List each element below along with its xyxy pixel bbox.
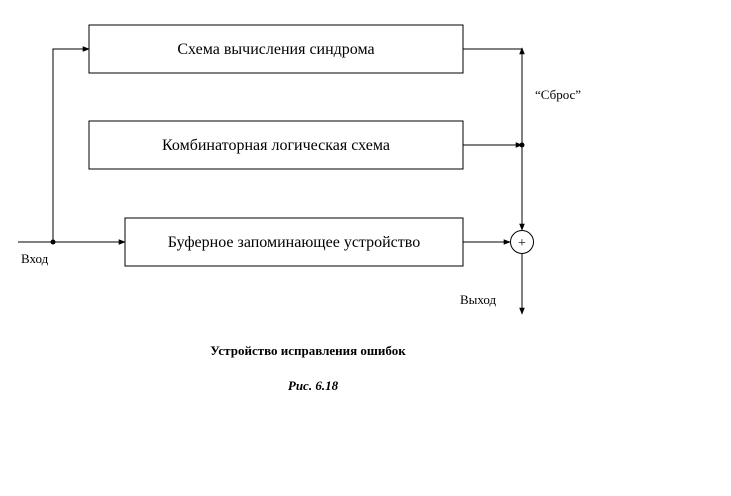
- input-label: Вход: [21, 251, 49, 266]
- adder-symbol: +: [518, 236, 526, 251]
- combinational-block: Комбинаторная логическая схема: [88, 120, 464, 170]
- diagram-caption: Устройство исправления ошибок: [210, 343, 406, 358]
- figure-number: Рис. 6.18: [288, 378, 339, 393]
- reset-label: “Сброс”: [535, 87, 581, 102]
- input-branch-to-syndrome: [52, 46, 90, 242]
- buffer-block-label: Буферное запоминающее устройство: [168, 234, 420, 251]
- buffer-block: Буферное запоминающее устройство: [124, 217, 464, 267]
- syndrome-block-label: Схема вычисления синдрома: [177, 41, 374, 58]
- combinational-block-label: Комбинаторная логическая схема: [162, 137, 390, 154]
- modulo-adder: +: [510, 230, 534, 254]
- output-label: Выход: [460, 292, 497, 307]
- syndrome-block: Схема вычисления синдрома: [88, 24, 464, 74]
